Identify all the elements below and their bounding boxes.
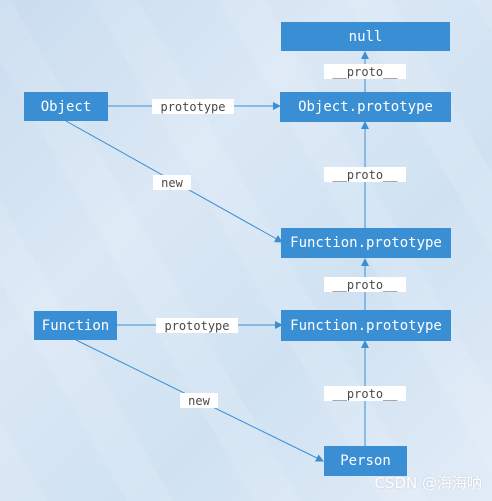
edge-label-new-object: new [153, 175, 191, 190]
node-function-prototype-lower: Function.prototype [281, 310, 451, 341]
edge-label-prototype-function: prototype [156, 318, 238, 333]
edge-label-proto-function-prototype: __proto__ [324, 277, 406, 292]
node-object-prototype: Object.prototype [280, 92, 451, 122]
node-person: Person [324, 446, 407, 476]
node-function-prototype-upper: Function.prototype [281, 228, 451, 258]
edge-label-new-function: new [180, 393, 218, 408]
watermark: CSDN @海海呐 [374, 474, 482, 492]
edge-label-proto-null: __proto__ [324, 64, 406, 79]
node-function: Function [34, 311, 117, 340]
node-null: null [281, 22, 450, 51]
edge-label-proto-object-prototype: __proto__ [324, 167, 406, 182]
node-object: Object [24, 92, 108, 121]
edge-label-prototype-object: prototype [152, 99, 234, 114]
edge-label-proto-person: __proto__ [324, 386, 406, 401]
